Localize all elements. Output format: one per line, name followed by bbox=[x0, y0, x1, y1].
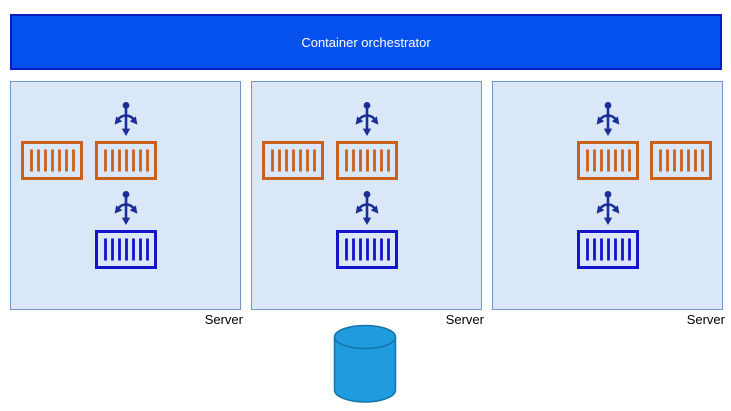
container-icon-orange bbox=[650, 141, 712, 180]
server-box-1 bbox=[10, 81, 241, 310]
anchor-icon bbox=[111, 101, 141, 137]
anchor-icon bbox=[593, 101, 623, 137]
server-label: Server bbox=[445, 312, 484, 327]
container-icon-blue bbox=[95, 230, 157, 269]
server-box-3 bbox=[492, 81, 723, 310]
anchor-icon bbox=[352, 190, 382, 226]
container-icon-blue bbox=[336, 230, 398, 269]
container-icon-orange bbox=[262, 141, 324, 180]
container-icon-blue bbox=[577, 230, 639, 269]
container-icon-orange bbox=[21, 141, 83, 180]
container-icon-orange bbox=[95, 141, 157, 180]
anchor-icon bbox=[111, 190, 141, 226]
container-icon-orange bbox=[577, 141, 639, 180]
container-icon-orange bbox=[336, 141, 398, 180]
anchor-icon bbox=[593, 190, 623, 226]
server-label: Server bbox=[686, 312, 725, 327]
server-label: Server bbox=[204, 312, 243, 327]
database-cylinder-icon bbox=[333, 324, 397, 403]
anchor-icon bbox=[352, 101, 382, 137]
orchestrator-title: Container orchestrator bbox=[301, 34, 431, 50]
server-box-2 bbox=[251, 81, 482, 310]
container-orchestrator-bar: Container orchestrator bbox=[10, 14, 722, 70]
